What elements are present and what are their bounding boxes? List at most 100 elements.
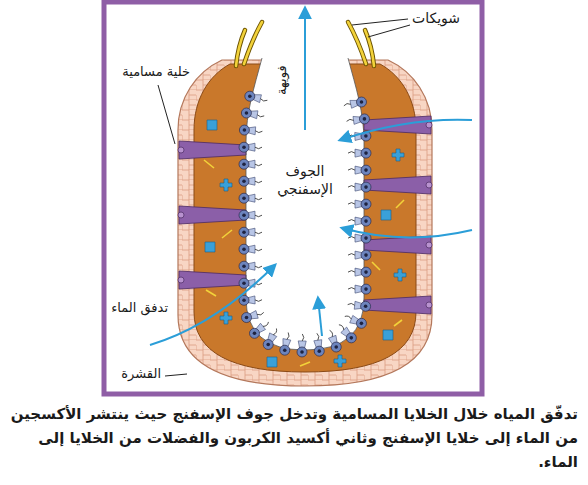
collar-cell <box>348 199 371 209</box>
porocyte <box>364 236 431 254</box>
collar-cell-body <box>314 346 324 356</box>
collar-cell-body <box>242 313 252 323</box>
collar-cell <box>348 216 371 226</box>
collar-cell <box>347 114 370 124</box>
flow-arrow <box>340 120 472 140</box>
leader-line <box>165 374 187 376</box>
collar-cell-body <box>280 345 290 355</box>
collar-cell <box>348 250 371 260</box>
flagellum <box>347 119 354 121</box>
nucleus <box>364 202 368 206</box>
flagellum <box>348 288 355 290</box>
water-flow-label: تدفق الماء <box>111 300 168 316</box>
amoebocyte <box>334 355 346 367</box>
collar-cell <box>245 91 268 102</box>
flagellum <box>255 164 262 166</box>
nucleus <box>242 298 246 302</box>
leader-lines <box>158 19 410 376</box>
nucleus <box>364 270 368 274</box>
porocyte-nucleus <box>426 122 432 128</box>
collar-cell-body <box>359 114 369 124</box>
collar-cell <box>314 333 324 356</box>
flagellum <box>255 198 262 200</box>
collar-cell-body <box>331 342 341 352</box>
nucleus <box>364 219 368 223</box>
nucleus <box>360 322 364 326</box>
amoebocyte <box>220 179 232 191</box>
water-flow-arrows <box>150 8 472 345</box>
amoebocyte <box>383 330 393 340</box>
spicule <box>348 22 366 64</box>
collar-cell <box>263 328 277 349</box>
collar-cell-body <box>263 340 273 350</box>
nucleus <box>283 348 287 352</box>
collar-cell-body <box>249 328 259 338</box>
flagellum <box>255 181 262 183</box>
porocyte <box>364 296 431 314</box>
amoebocyte <box>381 210 391 220</box>
collar-cell-body <box>245 91 255 101</box>
porocyte <box>179 206 246 224</box>
nucleus <box>253 332 257 336</box>
nucleus <box>364 151 368 155</box>
collar-cell-body <box>239 159 249 169</box>
flagellum <box>339 325 344 330</box>
flagellum <box>255 215 262 217</box>
porocyte-nucleus <box>178 277 184 283</box>
flagellum <box>348 186 355 188</box>
porocyte-nucleus <box>178 212 184 218</box>
flagellum <box>317 333 319 340</box>
nucleus <box>242 213 246 217</box>
nucleus <box>242 196 246 200</box>
nucleus <box>349 336 353 340</box>
spicules-label: شويكات <box>412 10 460 28</box>
flow-arrow <box>342 228 472 237</box>
flagellum <box>344 104 351 106</box>
flagellum <box>330 330 333 337</box>
collar-cell <box>239 295 262 305</box>
leader-line <box>158 85 175 144</box>
osculum-label: فويهة <box>274 65 290 95</box>
nucleus <box>364 253 368 257</box>
collar-cell <box>239 193 262 203</box>
collar-cell-body <box>239 210 249 220</box>
frame <box>104 2 482 394</box>
flagellum <box>348 152 355 154</box>
collar-cell <box>239 125 262 135</box>
flagellum <box>348 303 355 305</box>
porocyte <box>179 141 246 159</box>
nucleus <box>300 350 304 354</box>
collar-cell-body <box>361 199 371 209</box>
collar-cell <box>239 176 262 186</box>
collar-cell <box>297 334 307 357</box>
porocyte-label: خلية مسامية <box>122 64 190 80</box>
flagellum <box>287 333 289 340</box>
collar-cell-body <box>361 267 371 277</box>
nucleus <box>334 345 338 349</box>
collar-cell <box>348 148 371 158</box>
porocyte-nucleus <box>426 302 432 308</box>
collar-cell <box>348 267 371 277</box>
collar-cell-body <box>361 148 371 158</box>
nucleus <box>245 316 249 320</box>
nucleus <box>242 247 246 251</box>
collar-cell <box>239 142 262 152</box>
amoebocyte <box>392 149 404 161</box>
collar-cell-body <box>356 97 366 107</box>
amoebocyte <box>267 357 277 367</box>
flagellum <box>257 312 264 315</box>
amoebocytes <box>204 120 406 367</box>
nucleus <box>364 287 368 291</box>
small-spicule <box>396 200 404 208</box>
flow-arrow <box>304 8 306 130</box>
collar-cell-body <box>239 142 249 152</box>
nucleus <box>317 349 321 353</box>
nucleus <box>248 94 252 98</box>
spicule <box>236 30 245 66</box>
porocyte-nucleus <box>426 242 432 248</box>
collar-cell-body <box>361 301 371 311</box>
nucleus <box>242 281 246 285</box>
nucleus <box>364 168 368 172</box>
nucleus <box>242 179 246 183</box>
collar-cell-body <box>239 227 249 237</box>
